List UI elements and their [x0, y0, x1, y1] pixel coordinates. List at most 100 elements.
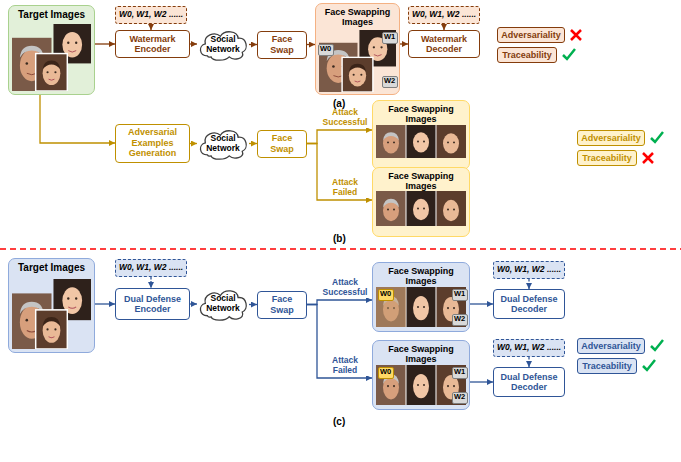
- process-box: Dual Defense Decoder: [493, 289, 565, 319]
- watermark-tag: W2: [452, 314, 468, 326]
- node-text: W2: [384, 77, 395, 86]
- watermark-tag: W1: [382, 32, 398, 44]
- arrow-connector: [307, 144, 372, 201]
- node-text: Face Swapping Images: [376, 104, 466, 125]
- node-text: Adversariality: [501, 30, 561, 40]
- arrow-connector: [249, 44, 257, 45]
- property-tag: Adversariality: [577, 338, 645, 354]
- process-box: Watermark Encoder: [115, 30, 190, 58]
- process-box: Face Swap: [257, 291, 307, 319]
- watermark-tag: W0: [378, 367, 394, 379]
- edge-label: Attack Successful: [320, 278, 370, 298]
- cross-mark: [571, 30, 581, 40]
- arrow-connector: [190, 143, 197, 144]
- disrupted-face: [376, 287, 406, 327]
- node-text: W0: [380, 290, 391, 299]
- node-text: W0: [320, 45, 331, 54]
- node-text: Target Images: [18, 9, 85, 21]
- node-text: W1: [454, 368, 465, 377]
- node-text: Watermark Decoder: [411, 34, 477, 55]
- edge-label: Attack Successful: [320, 108, 370, 128]
- arrow-connector: [95, 43, 115, 44]
- arrow-connector: [249, 304, 257, 305]
- edge-label: Attack Failed: [320, 178, 370, 198]
- watermark-bits-box: W0, W1, W2 ......: [115, 259, 187, 277]
- arrow-connector: [307, 300, 372, 305]
- property-tag: Adversariality: [497, 27, 565, 43]
- arrow-connector: [40, 95, 115, 143]
- process-box: Adversarial Examples Generation: [115, 124, 190, 163]
- node-text: W2: [454, 315, 465, 324]
- node-text: Adversariality: [581, 341, 641, 351]
- property-tag: Traceability: [577, 150, 637, 166]
- cloud-path: [200, 131, 246, 159]
- arrow-connector: [528, 357, 529, 367]
- face-photos: [376, 125, 466, 158]
- process-box: Face Swap: [257, 130, 307, 158]
- node-text: Social Network: [200, 35, 246, 55]
- separator-line: [0, 248, 681, 250]
- node-text: Dual Defense Decoder: [496, 294, 562, 315]
- arrow-connector: [150, 277, 151, 288]
- cloud-path: [200, 32, 246, 60]
- check-mark: [651, 132, 663, 142]
- check-mark: [651, 340, 663, 350]
- node-text: Target Images: [18, 262, 85, 274]
- arrow-connector: [190, 303, 197, 304]
- node-text: Watermark Encoder: [118, 34, 187, 55]
- node-text: Traceability: [502, 50, 552, 60]
- node-text: Dual Defense Encoder: [118, 294, 187, 315]
- node-text: Adversarial Examples Generation: [118, 127, 187, 158]
- node-text: W0, W1, W2 ......: [119, 263, 183, 273]
- arrow-connector: [400, 43, 408, 44]
- node-text: W1: [454, 290, 465, 299]
- watermark-tag: W0: [378, 289, 394, 301]
- node-text: Traceability: [582, 153, 632, 163]
- node-text: W0, W1, W2 ......: [412, 10, 476, 20]
- process-box: Watermark Decoder: [408, 30, 480, 58]
- arrow-connector: [307, 44, 315, 45]
- node-text: W0, W1, W2 ......: [497, 265, 561, 275]
- cloud-shape: Social Network: [197, 288, 249, 320]
- watermark-tag: W1: [452, 367, 468, 379]
- watermark-bits-box: W0, W1, W2 ......: [408, 6, 480, 24]
- node-text: W0, W1, W2 ......: [497, 343, 561, 353]
- watermark-tag: W0: [318, 44, 334, 56]
- arrow-connector: [190, 43, 197, 44]
- property-tag: Traceability: [577, 358, 637, 374]
- arrow-connector: [470, 303, 493, 304]
- panel-label: (c): [333, 416, 345, 427]
- watermark-bits-box: W0, W1, W2 ......: [493, 261, 565, 279]
- check-mark: [643, 360, 655, 370]
- arrow-connector: [249, 143, 257, 144]
- watermark-tag: W1: [452, 289, 468, 301]
- node-text: Traceability: [582, 361, 632, 371]
- cloud-shape: Social Network: [197, 128, 249, 159]
- watermark-tag: W2: [382, 76, 398, 88]
- watermark-bits-box: W0, W1, W2 ......: [115, 6, 187, 24]
- node-text: W2: [454, 393, 465, 402]
- node-text: Face Swap: [260, 133, 304, 154]
- node-text: Face Swapping Images: [376, 266, 466, 287]
- watermark-tag: W2: [452, 392, 468, 404]
- node-text: Face Swapping Images: [376, 344, 466, 365]
- node-text: Social Network: [200, 134, 246, 154]
- arrow-connector: [528, 279, 529, 289]
- edge-label: Attack Failed: [320, 356, 370, 376]
- node-text: Adversariality: [581, 133, 641, 143]
- watermark-bits-box: W0, W1, W2 ......: [493, 339, 565, 357]
- arrow-connector: [95, 303, 115, 304]
- cloud-path: [200, 291, 246, 320]
- panel-label: (a): [333, 98, 345, 109]
- process-box: Dual Defense Decoder: [493, 367, 565, 397]
- check-mark: [563, 49, 575, 59]
- cloud-shape: Social Network: [197, 29, 249, 60]
- panel-label: (b): [333, 233, 346, 244]
- arrow-connector: [307, 305, 372, 379]
- node-text: W1: [384, 33, 395, 42]
- process-box: Dual Defense Encoder: [115, 288, 190, 320]
- process-box: Face Swap: [257, 31, 307, 59]
- property-tag: Traceability: [497, 47, 557, 63]
